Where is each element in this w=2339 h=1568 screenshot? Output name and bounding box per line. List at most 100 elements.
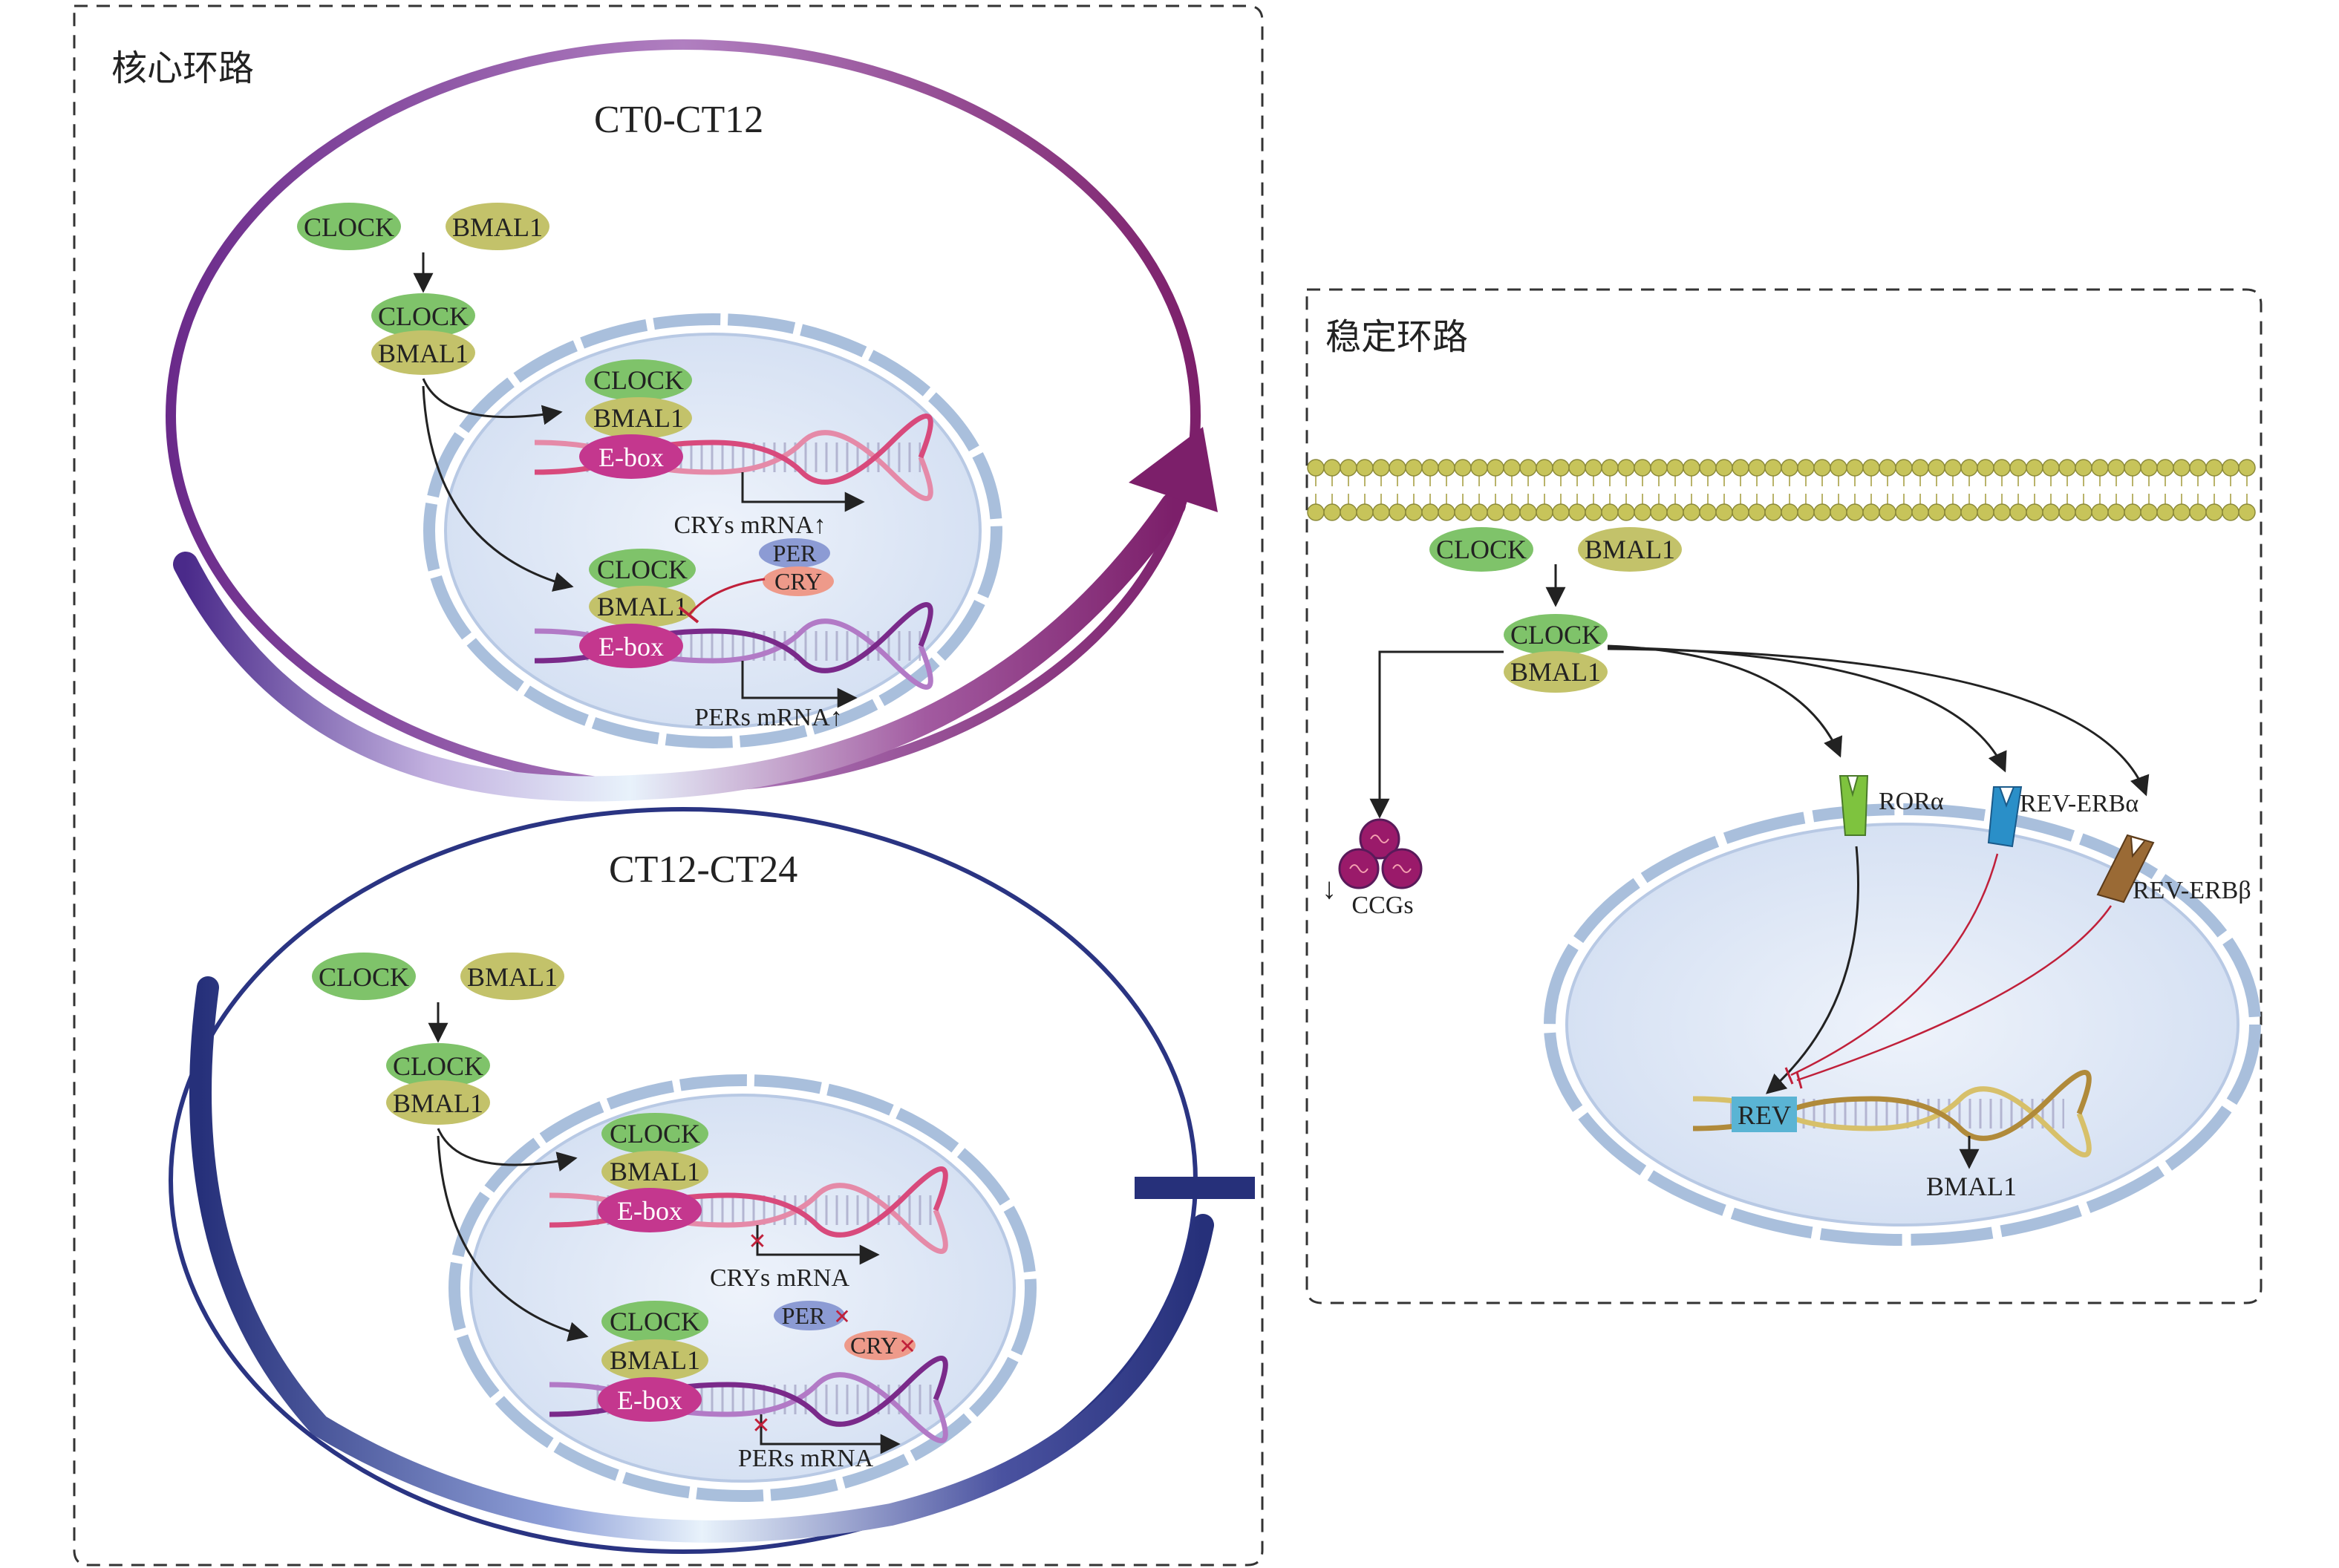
bmal1-protein bbox=[371, 330, 475, 375]
lipid-head bbox=[1487, 503, 1504, 521]
bmal1-protein bbox=[1578, 527, 1682, 572]
inhibition-line bbox=[688, 578, 766, 615]
clock-label: CLOCK bbox=[319, 962, 409, 992]
lipid-head bbox=[1650, 503, 1668, 521]
translocation-arrow bbox=[437, 1128, 578, 1172]
lipid-head bbox=[1568, 503, 1586, 521]
cross-mark: ✕ bbox=[898, 1336, 916, 1359]
lipid-head bbox=[2205, 459, 2223, 477]
right-nucleus bbox=[1544, 803, 2261, 1246]
lipid-head bbox=[1846, 459, 1864, 477]
clock-protein bbox=[1504, 614, 1608, 656]
clock-label: CLOCK bbox=[1436, 535, 1527, 564]
lipid-head bbox=[1879, 459, 1896, 477]
lipid-head bbox=[2156, 459, 2174, 477]
lipid-head bbox=[1944, 503, 1962, 521]
lipid-head bbox=[2222, 503, 2239, 521]
per-label: PER bbox=[773, 540, 817, 566]
lipid-head bbox=[1748, 503, 1766, 521]
lipid-head bbox=[1519, 503, 1537, 521]
lipid-head bbox=[1356, 503, 1374, 521]
lipid-head bbox=[2026, 459, 2043, 477]
bmal1-protein bbox=[1504, 651, 1608, 693]
bmal1-label: BMAL1 bbox=[378, 339, 469, 368]
ccgs-arrow bbox=[1369, 650, 1504, 819]
lipid-head bbox=[1389, 503, 1406, 521]
lipid-head bbox=[1797, 503, 1815, 521]
clock-protein bbox=[297, 203, 401, 250]
lipid-head bbox=[2189, 503, 2207, 521]
bottom-cycle-arc bbox=[189, 976, 1214, 1543]
lipid-head bbox=[2042, 459, 2060, 477]
core-loop-panel bbox=[73, 4, 1264, 1567]
lipid-head bbox=[1993, 459, 2011, 477]
stable-loop-title: 稳定环路 bbox=[1325, 316, 1468, 358]
bmal1-protein bbox=[386, 1080, 490, 1125]
lipid-head bbox=[1699, 459, 1717, 477]
rev-label: REV bbox=[1738, 1100, 1791, 1130]
clock-label: CLOCK bbox=[393, 1051, 483, 1081]
lipid-head bbox=[1438, 503, 1455, 521]
top-cycle-arrowhead bbox=[1129, 427, 1218, 512]
nucleus-outer bbox=[1544, 803, 2261, 1246]
ror-activation-arrow bbox=[1765, 846, 1859, 1094]
lipid-head bbox=[1993, 503, 2011, 521]
lipid-head bbox=[1503, 503, 1521, 521]
transcription-arrow bbox=[756, 1225, 880, 1265]
ror-arrow bbox=[1607, 644, 1843, 758]
cry-label: CRY bbox=[774, 568, 822, 595]
bmal1-protein bbox=[589, 586, 696, 627]
lipid-head bbox=[1340, 459, 1357, 477]
clock-label: CLOCK bbox=[610, 1119, 700, 1149]
translocation-arrow bbox=[422, 378, 563, 425]
clock-label: CLOCK bbox=[304, 212, 394, 242]
lipid-head bbox=[1781, 459, 1798, 477]
lipid-head bbox=[1568, 459, 1586, 477]
lipid-head bbox=[1911, 459, 1929, 477]
lipid-head bbox=[1601, 503, 1619, 521]
bmal1-label: BMAL1 bbox=[597, 592, 688, 621]
per-protein bbox=[774, 1301, 845, 1330]
lipid-head bbox=[2075, 459, 2092, 477]
lipid-head bbox=[1895, 459, 1913, 477]
lipid-head bbox=[1552, 459, 1570, 477]
bmal1-protein bbox=[601, 1339, 708, 1381]
lipid-head bbox=[1634, 503, 1651, 521]
lipid-head bbox=[1601, 459, 1619, 477]
lipid-head bbox=[1585, 503, 1602, 521]
lipid-head bbox=[1977, 503, 1994, 521]
lipid-head bbox=[1732, 503, 1749, 521]
lipid-head bbox=[1846, 503, 1864, 521]
lipid-head bbox=[1323, 459, 1341, 477]
cross-mark: ✕ bbox=[833, 1306, 850, 1329]
lipid-head bbox=[2189, 459, 2207, 477]
lipid-head bbox=[1683, 459, 1700, 477]
lipid-head bbox=[1781, 503, 1798, 521]
lipid-head bbox=[2075, 503, 2092, 521]
cry-protein bbox=[763, 566, 834, 596]
lipid-head bbox=[1536, 459, 1553, 477]
clock-protein bbox=[585, 359, 692, 401]
lipid-head bbox=[1715, 459, 1733, 477]
ccgs-cluster bbox=[1338, 818, 1423, 889]
ror-label: RORα bbox=[1879, 788, 1944, 815]
ebox-element bbox=[579, 434, 683, 479]
lipid-head bbox=[2026, 503, 2043, 521]
clock-label: CLOCK bbox=[378, 301, 469, 331]
lipid-head bbox=[2173, 459, 2190, 477]
nucleus-outer bbox=[423, 313, 1002, 748]
transcription-arrow bbox=[741, 661, 858, 708]
lipid-head bbox=[1340, 503, 1357, 521]
lipid-head bbox=[1405, 503, 1423, 521]
ebox-label: E-box bbox=[598, 632, 664, 662]
inhibition-bar bbox=[1795, 1071, 1803, 1089]
translocation-arrow bbox=[422, 385, 574, 592]
bmal1-label: BMAL1 bbox=[452, 212, 543, 242]
rev-erbb-inhibition bbox=[1796, 905, 2113, 1082]
bmal1-label: BMAL1 bbox=[610, 1157, 700, 1186]
clock-protein bbox=[1429, 527, 1533, 572]
bmal1-protein bbox=[460, 953, 564, 1000]
bmal1-label: BMAL1 bbox=[1585, 535, 1675, 564]
lipid-head bbox=[1454, 459, 1472, 477]
